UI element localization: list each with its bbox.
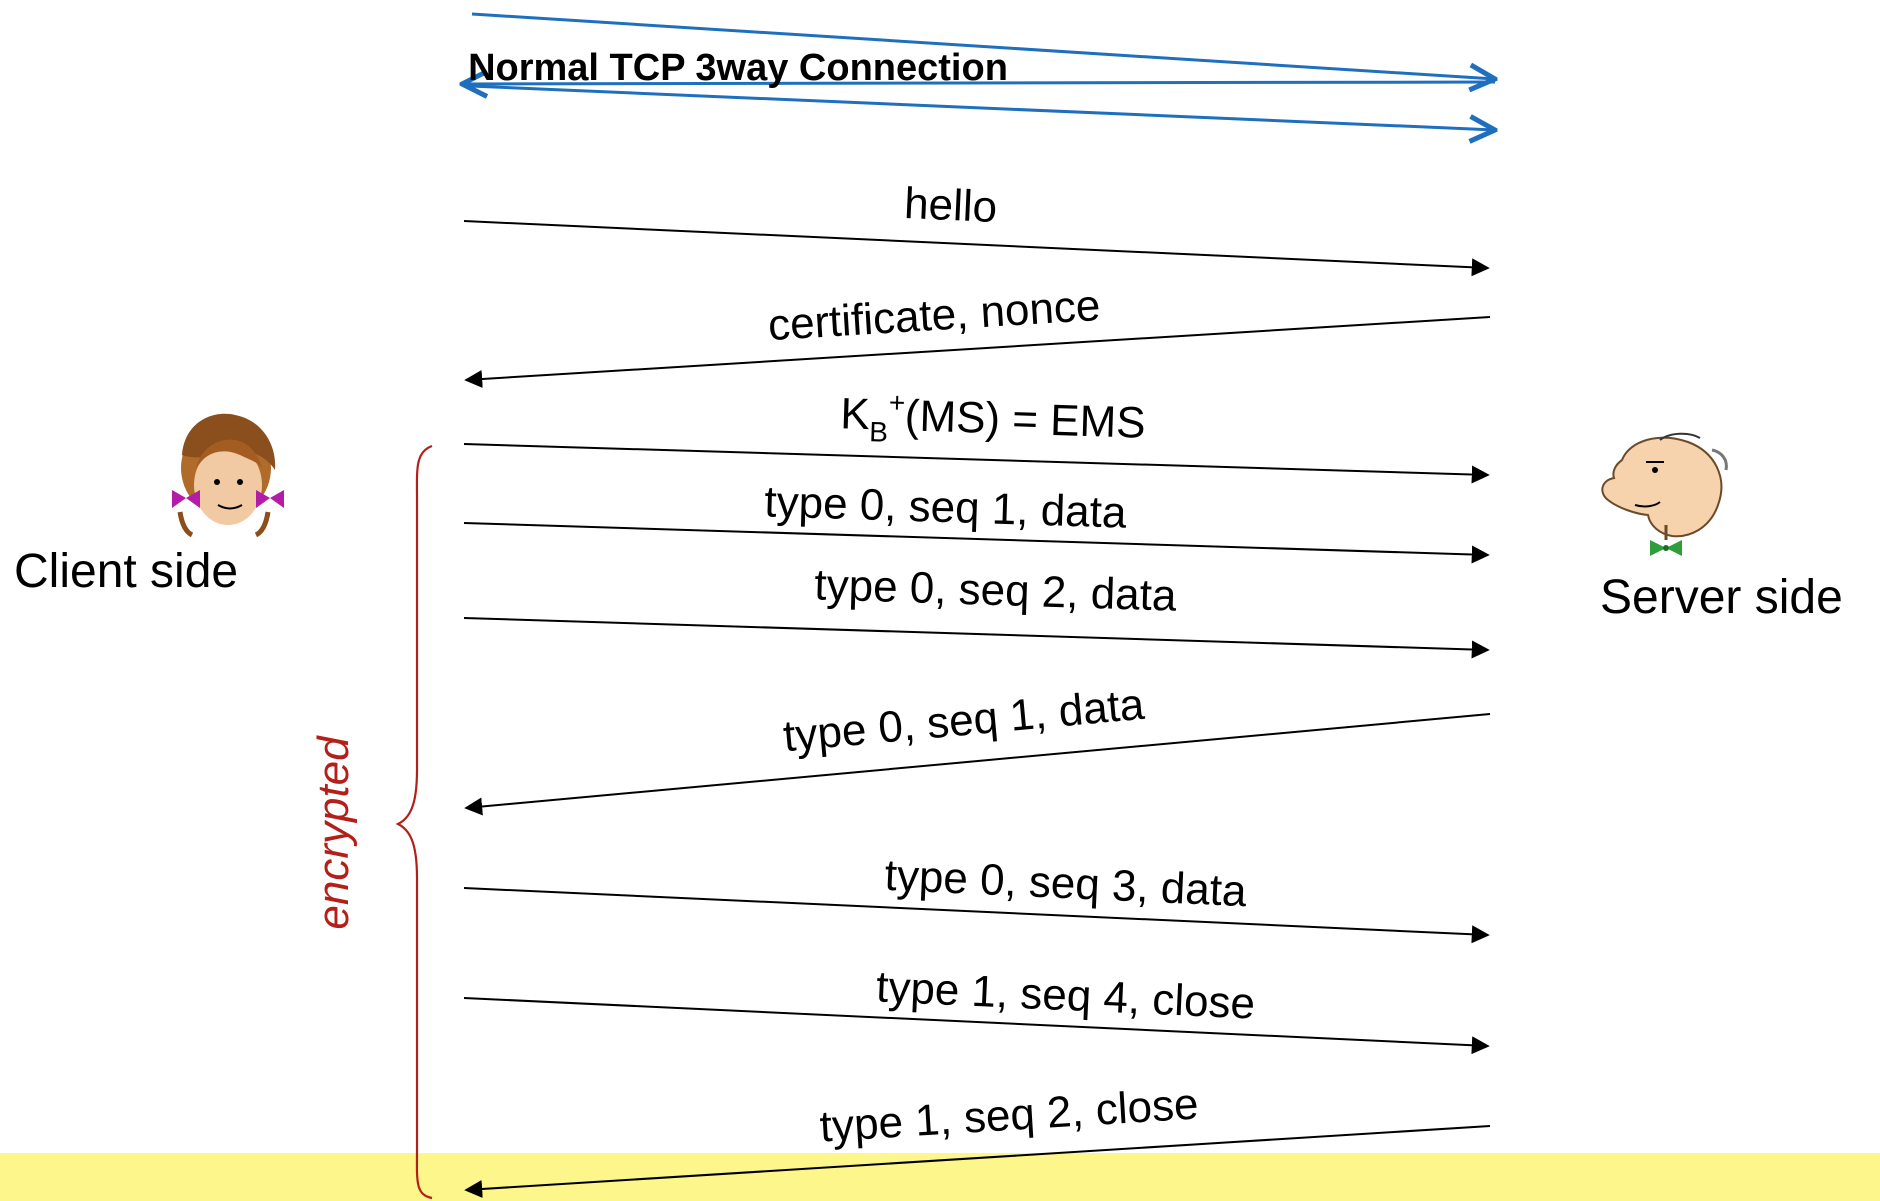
message-arrows [463, 220, 1491, 1198]
message-arrow [463, 887, 1490, 944]
ems-label: KB+(MS) = EMS [839, 385, 1146, 456]
message-labels: hello certificate, nonce KB+(MS) = EMS t… [764, 179, 1256, 1152]
message-label: certificate, nonce [767, 281, 1102, 350]
ems-superscript: + [888, 387, 905, 418]
ems-argument: (MS) = EMS [904, 391, 1146, 448]
client-label: Client side [14, 545, 239, 598]
tcp-title: Normal TCP 3way Connection [468, 47, 1008, 89]
message-label: type 0, seq 3, data [884, 851, 1248, 916]
ems-key: K [840, 389, 871, 439]
encrypted-label: encrypted [309, 735, 358, 930]
tcp-handshake-arrows [462, 12, 1496, 130]
message-label: hello [903, 179, 998, 232]
client-avatar-icon [172, 413, 284, 538]
message-arrow [463, 522, 1490, 564]
message-label: type 1, seq 2, close [818, 1080, 1199, 1152]
message-arrow [463, 997, 1490, 1055]
encrypted-brace [395, 444, 433, 1200]
message-arrow [464, 713, 1491, 816]
message-label: type 0, seq 1, data [781, 680, 1147, 762]
message-arrow [463, 617, 1490, 659]
message-arrow [464, 1125, 1491, 1198]
tcp-ack-arrow [469, 84, 1495, 130]
message-arrow [463, 443, 1490, 484]
message-label: type 0, seq 2, data [814, 560, 1178, 620]
server-label: Server side [1600, 571, 1843, 624]
message-label: type 1, seq 4, close [875, 962, 1256, 1028]
tcp-synack-arrow [462, 82, 1496, 84]
server-avatar-icon [1601, 432, 1728, 556]
message-arrow [464, 316, 1491, 388]
tcp-syn-arrow [471, 12, 1495, 79]
ems-subscript: B [869, 416, 889, 448]
message-arrow [463, 220, 1490, 277]
message-label: type 0, seq 1, data [764, 477, 1128, 537]
